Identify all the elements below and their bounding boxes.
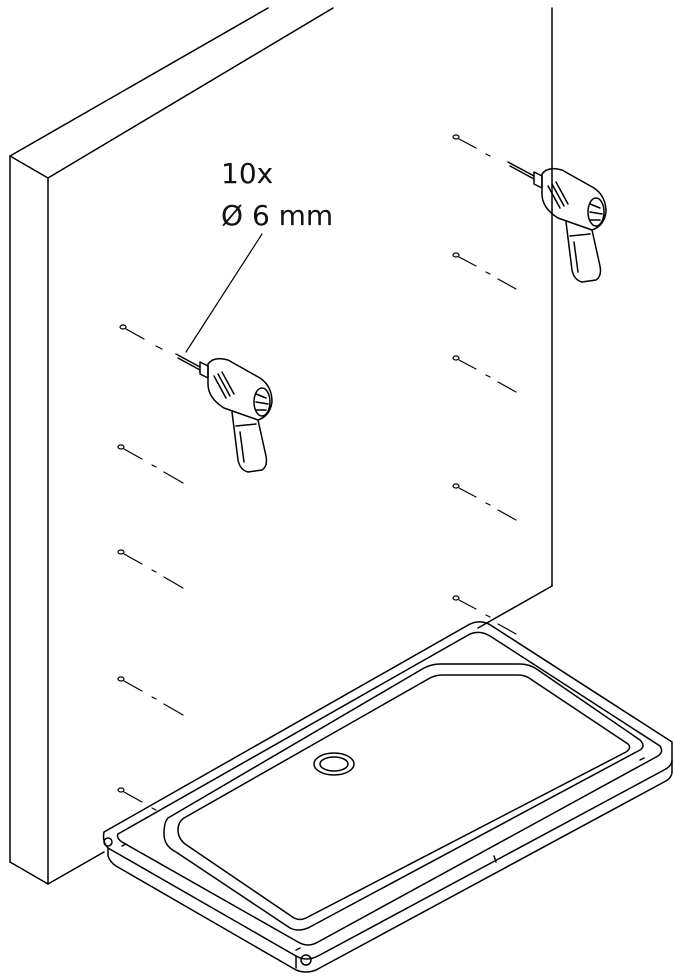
shower-tray — [102, 621, 673, 973]
wall-plug-icon — [117, 676, 184, 716]
wall-plug-icon — [452, 483, 517, 521]
wall-plug-icon — [117, 787, 157, 811]
wall-plug-icon — [452, 134, 491, 157]
drain-icon — [313, 752, 355, 776]
wall-plug-icon — [117, 444, 184, 484]
hole-diameter-label: Ø 6 mm — [221, 199, 334, 232]
wall-plug-icon — [117, 549, 184, 589]
leader-line — [185, 233, 263, 353]
power-drill-icon — [175, 353, 273, 473]
wall-plug-icon — [119, 324, 163, 350]
wall-plug-icon — [452, 252, 517, 290]
drill-bit-icon — [175, 353, 201, 371]
drill-bit-icon — [507, 161, 535, 180]
wall-plug-icon — [452, 355, 517, 393]
power-drill-icon — [507, 161, 607, 283]
wall-plug-icon — [452, 595, 517, 635]
wall-panel — [9, 7, 553, 885]
hole-count-label: 10x — [221, 157, 274, 190]
